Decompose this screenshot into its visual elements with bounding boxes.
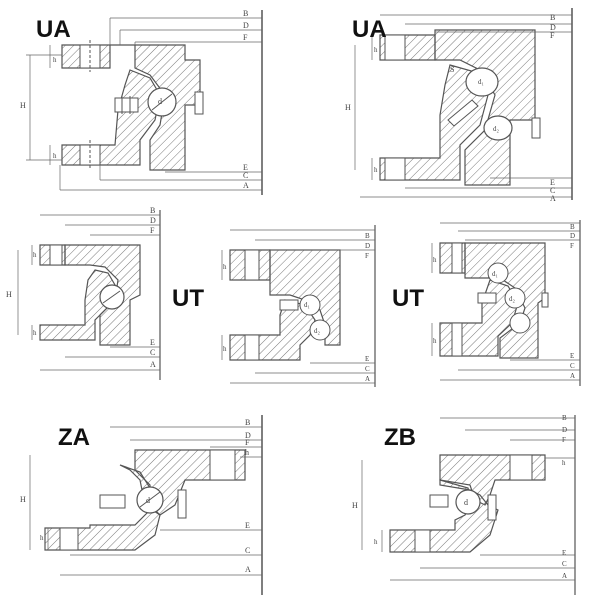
dim-H-6: H [20,495,26,504]
dim-D: D [243,21,249,30]
dim-A: A [243,181,249,190]
dim-h-5-bottom: h [433,337,437,345]
dim-C-3: C [150,348,155,357]
dim-D-2: D [550,23,556,32]
dim-C-2: C [550,186,555,195]
dim-d2-4: d₂ [314,327,321,335]
dim-h-top: h [53,56,57,64]
dim-h-7-left: h [374,538,378,546]
type-label-zb: ZB [384,424,416,451]
dim-d: d [158,97,162,106]
dim-h-4-top: h [223,263,227,271]
dim-C-4: C [365,365,370,373]
dim-A-5: A [570,372,575,380]
dim-B: B [243,9,248,18]
dim-h-3-bottom: h [33,329,37,337]
panel-zb: ZB d B D F h E C A H h [340,410,600,600]
ua-right-drawing: d₁ d₂ S B D F E C A H h h [345,8,573,203]
dim-B-4: B [365,232,370,240]
panel-za: ZA d B D F h E C A H h [0,410,290,600]
dim-h-4-bottom: h [223,345,227,353]
dim-E: E [243,163,248,172]
dim-F-5: F [570,242,574,250]
dim-H-7: H [352,501,358,510]
dim-H: H [20,101,26,110]
dim-d-7: d [464,498,468,507]
type-label-ua-2: UA [352,16,387,43]
dim-E-2: E [550,178,555,187]
dim-E-3: E [150,338,155,347]
ut-right-drawing: d₁ d₂ B D F E C A h h [431,220,581,386]
outer-ring [110,44,201,171]
dim-h-6-left: h [40,534,44,542]
dim-F-6: F [245,438,250,447]
dim-B-2: B [550,13,555,22]
type-label-za: ZA [58,424,90,451]
dim-D-3: D [150,216,156,225]
type-label-ut: UT [172,285,204,312]
zb-drawing: d B D F h E C A H h [352,414,576,595]
dim-A-3: A [150,360,156,369]
dim-E-4: E [365,355,369,363]
panel-ut-right: d₁ d₂ B D F E C A h h [420,218,600,388]
dim-B-3: B [150,206,155,215]
dim-S: S [450,65,454,74]
dim-C-6: C [245,546,250,555]
panel-ua-left: UA d [0,0,290,200]
dim-h-2-top: h [374,46,378,54]
panel-ut-center: d₁ d₂ B D F E C A h h [210,225,390,390]
dim-h-bottom: h [53,152,57,160]
ut-left-drawing: B D F E C A H h h [6,206,161,380]
dim-D-4: D [365,242,370,250]
dim-A-4: A [365,375,370,383]
inner-ring-body [61,69,161,166]
dim-h-5-top: h [433,256,437,264]
dim-d1: d₁ [478,78,484,86]
dim-F-3: F [150,226,155,235]
dim-A-2: A [550,194,556,203]
panel-ua-right: UA d₁ d₂ S B D F E C A H h [300,0,600,205]
dim-d-6: d [146,496,150,505]
dim-D-5: D [570,232,575,240]
dim-h-3-top: h [33,251,37,259]
dim-d1-5: d₁ [492,270,498,278]
dim-A-7: A [562,572,567,580]
dim-C: C [243,171,248,180]
dim-B-6: B [245,418,250,427]
dim-C-5: C [570,362,575,370]
za-drawing: d B D F h E C A H h [20,415,263,595]
dim-h-2-bottom: h [374,166,378,174]
dim-H-2: H [345,103,351,112]
dim-h-7-right: h [562,459,566,467]
dim-F: F [243,33,248,42]
ut-center-drawing: d₁ d₂ B D F E C A h h [221,225,376,387]
dim-E-6: E [245,521,250,530]
dim-B-5: B [570,223,575,231]
dim-C-7: C [562,560,567,568]
dim-E-7: E [562,549,566,557]
dim-B-7: B [562,414,567,422]
dim-D-7: D [562,426,567,434]
dim-d2-5: d₂ [509,295,516,303]
dim-F-7: F [562,436,566,444]
dim-d2: d₂ [493,125,500,133]
panel-ut-left: B D F E C A H h h [0,205,170,385]
type-label-ua: UA [36,16,71,43]
type-label-ut-2: UT [392,285,424,312]
dim-H-3: H [6,290,12,299]
dim-F-4: F [365,252,369,260]
dim-d1-4: d₁ [304,301,310,309]
dim-A-6: A [245,565,251,574]
ua-left-drawing: d B D F E C A H h h [20,9,263,195]
dim-h-6-right: h [245,448,249,457]
dim-E-5: E [570,352,574,360]
dim-D-6: D [245,431,251,440]
dim-F-2: F [550,31,555,40]
